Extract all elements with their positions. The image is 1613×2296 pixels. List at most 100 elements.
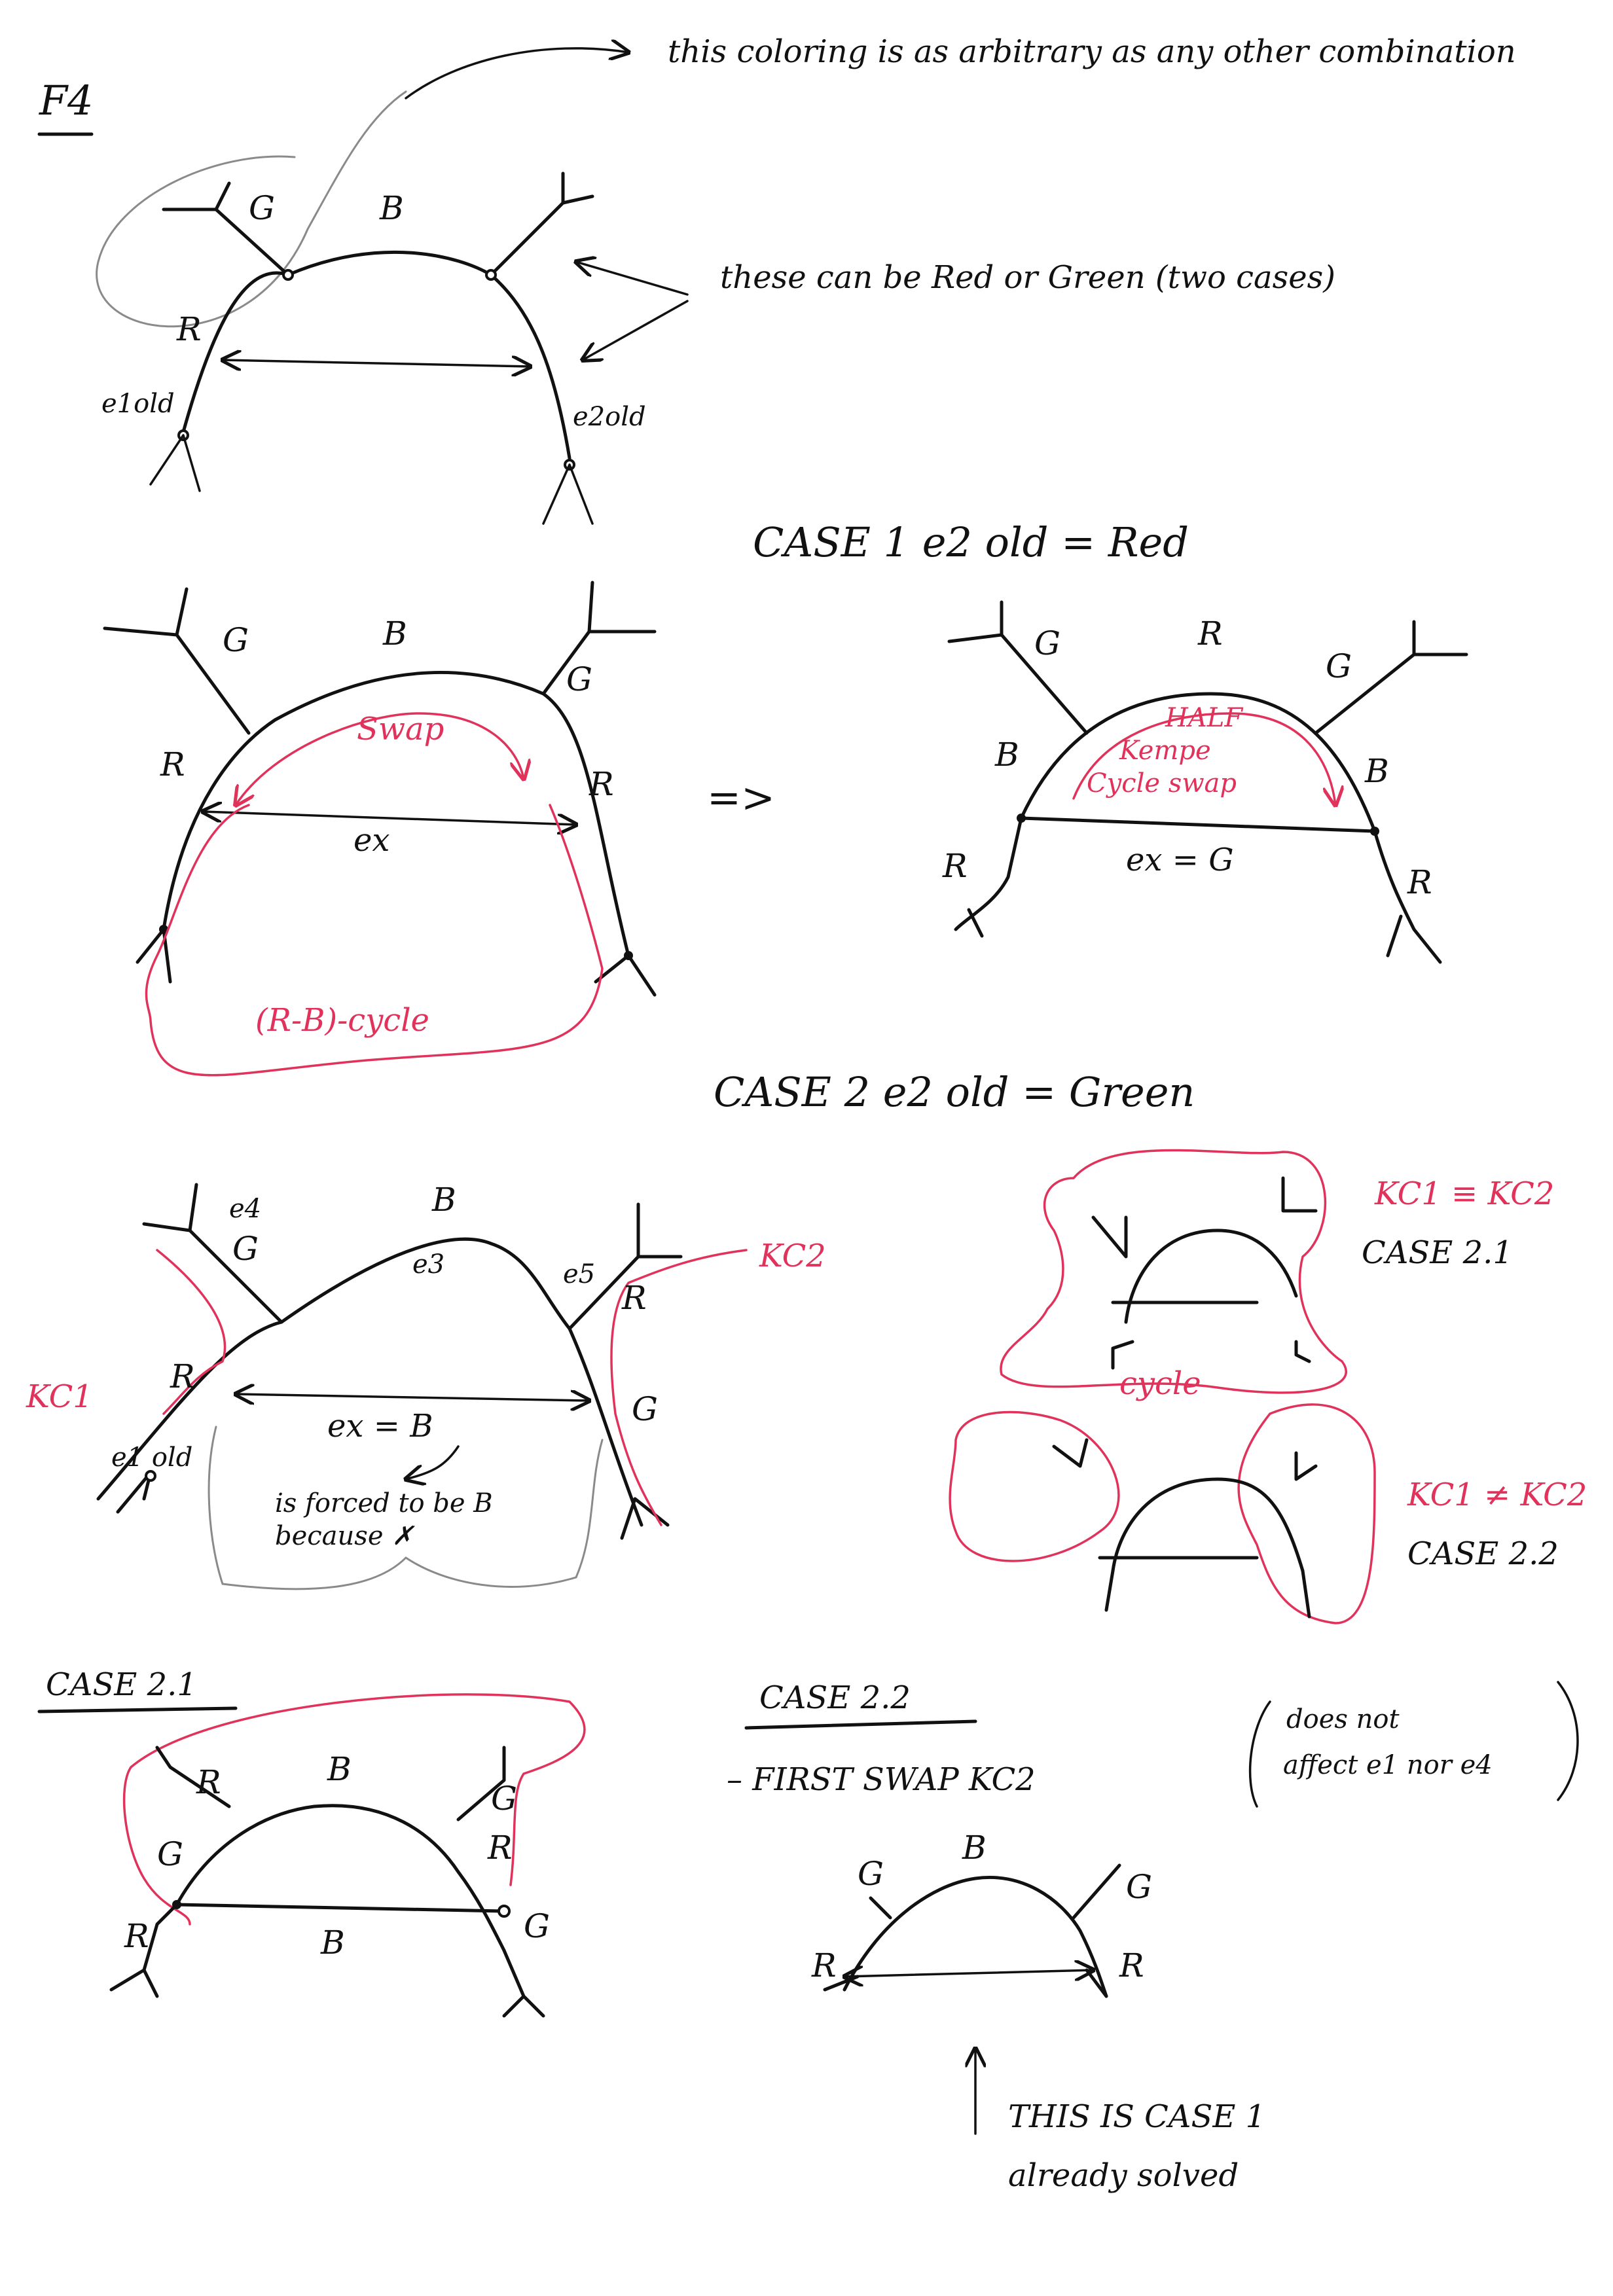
case1-node — [159, 925, 168, 934]
top-note-text: this coloring is as arbitrary as any oth… — [668, 33, 1516, 70]
case21-label: B — [320, 1924, 345, 1962]
case2-e5-edge — [568, 1202, 683, 1331]
case21-label: G — [491, 1780, 517, 1818]
case1-node — [624, 951, 633, 960]
f4-stub-right — [561, 171, 594, 205]
f4-stub-g — [162, 181, 231, 211]
case21: CASE 2.1 R B G G R R G B — [37, 1666, 586, 2018]
figure-label: F4 — [39, 77, 93, 124]
cases-arrow — [576, 262, 689, 296]
case2-label: e5 — [563, 1259, 595, 1289]
case1-ex-label: ex — [353, 822, 390, 859]
sub21-lower-stubs — [1111, 1340, 1311, 1370]
case22: CASE 2.2 – FIRST SWAP KC2 does not affec… — [727, 1679, 1579, 2194]
f4-node — [282, 269, 294, 281]
case22-label: R — [811, 1946, 837, 1984]
case1r-edge — [1314, 620, 1468, 735]
f4-edge-right — [489, 201, 565, 277]
case1r-label: G — [1034, 624, 1060, 662]
sub22-stubs — [1052, 1438, 1318, 1481]
case1r-node — [1017, 814, 1026, 823]
case22-parens — [1248, 1681, 1579, 1808]
case2-lower-stubs — [116, 1471, 670, 1540]
half-kempe-note: Cycle swap — [1087, 768, 1237, 798]
f4-double-arrow — [223, 360, 530, 367]
f4-label: B — [379, 189, 404, 227]
case22-step: – FIRST SWAP KC2 — [727, 1761, 1036, 1798]
gray-loop-pointer — [96, 90, 407, 328]
case1r-node — [1370, 827, 1379, 836]
case1r-edge — [947, 600, 1089, 735]
case1-label: G — [223, 621, 249, 659]
case1r-label: R — [1197, 615, 1223, 653]
case21-stubs — [155, 1746, 506, 1821]
case2: CASE 2 e2 old = Green e4 G B e3 e5 R R G… — [26, 1068, 1587, 1624]
case22-stubs — [869, 1863, 1121, 1920]
case2-node — [145, 1470, 156, 1482]
case21-label: B — [327, 1750, 352, 1788]
f4-label: e2old — [573, 402, 646, 432]
case2-title: CASE 2 e2 old = Green — [714, 1068, 1195, 1116]
f4-label: G — [249, 189, 275, 227]
forced-arrow — [406, 1445, 460, 1479]
case21-arc — [175, 1804, 506, 1952]
sub22-title: KC1 ≠ KC2 — [1407, 1477, 1587, 1513]
case22-label: R — [1119, 1946, 1144, 1984]
rb-cycle-loop — [145, 804, 604, 1077]
case21-node — [172, 1900, 181, 1909]
case21-node — [498, 1905, 511, 1918]
figure-f4: F4 this coloring is as arbitrary as any … — [37, 33, 1516, 525]
f4-lower-stubs — [149, 434, 594, 525]
conclusion-text: already solved — [1008, 2157, 1239, 2194]
f4-arc — [181, 250, 571, 460]
f4-node — [485, 269, 497, 281]
sub21-cycle-loop — [1000, 1149, 1347, 1394]
sub22-loop-left — [949, 1410, 1120, 1562]
kc1-path — [156, 1249, 227, 1415]
top-note-arrow — [405, 48, 628, 99]
case2-label: R — [621, 1279, 647, 1317]
case1-ex-arrow — [203, 812, 576, 825]
case2-ex-label: ex = B — [327, 1408, 433, 1444]
case21-label: R — [124, 1917, 149, 1955]
case21-label: R — [487, 1829, 513, 1867]
case1-label: R — [589, 765, 614, 803]
kc2-label: KC2 — [759, 1238, 826, 1274]
forced-note: because ✗ — [275, 1521, 415, 1551]
case1-left-arc — [162, 671, 630, 958]
kc2-path — [610, 1249, 748, 1526]
sub21-cycle-label: cycle — [1119, 1365, 1201, 1402]
half-kempe-arrow — [1072, 712, 1335, 805]
case2-label: e1 old — [111, 1443, 192, 1473]
case1r-label: R — [1407, 863, 1432, 901]
case1r-arc — [1019, 692, 1377, 833]
case1r-ex-label: ex = G — [1126, 842, 1234, 878]
f4-edge-g — [214, 207, 290, 277]
case21-ex-edge — [175, 1903, 506, 1913]
rb-cycle-label: (R-B)-cycle — [255, 1002, 429, 1039]
case22-paren-text: affect e1 nor e4 — [1283, 1750, 1493, 1780]
sub21-title: KC1 ≡ KC2 — [1374, 1175, 1554, 1212]
case22-arc — [843, 1876, 1108, 1998]
case1r-label: B — [994, 736, 1019, 774]
case1r-ex-edge — [1019, 816, 1377, 833]
case1-label: R — [160, 745, 185, 783]
case21-label: G — [157, 1835, 183, 1873]
case21-red-cycle — [122, 1693, 586, 1926]
case2-label: G — [232, 1230, 259, 1268]
forced-note: is forced to be B — [275, 1488, 493, 1518]
case1r-label: B — [1364, 752, 1389, 790]
case2-label: G — [632, 1390, 658, 1428]
f4-label: R — [176, 310, 202, 348]
cases-arrow — [583, 300, 689, 360]
sub21-case: CASE 2.1 — [1362, 1234, 1513, 1271]
case21-right-lower — [502, 1948, 545, 2018]
case1r-label: R — [942, 847, 968, 885]
case22-ex-arrow — [844, 1970, 1093, 1977]
case22-label: B — [962, 1829, 987, 1867]
case1-lower-stubs — [136, 927, 657, 997]
swap-label: Swap — [357, 711, 444, 747]
sub21-arc — [1124, 1229, 1298, 1324]
